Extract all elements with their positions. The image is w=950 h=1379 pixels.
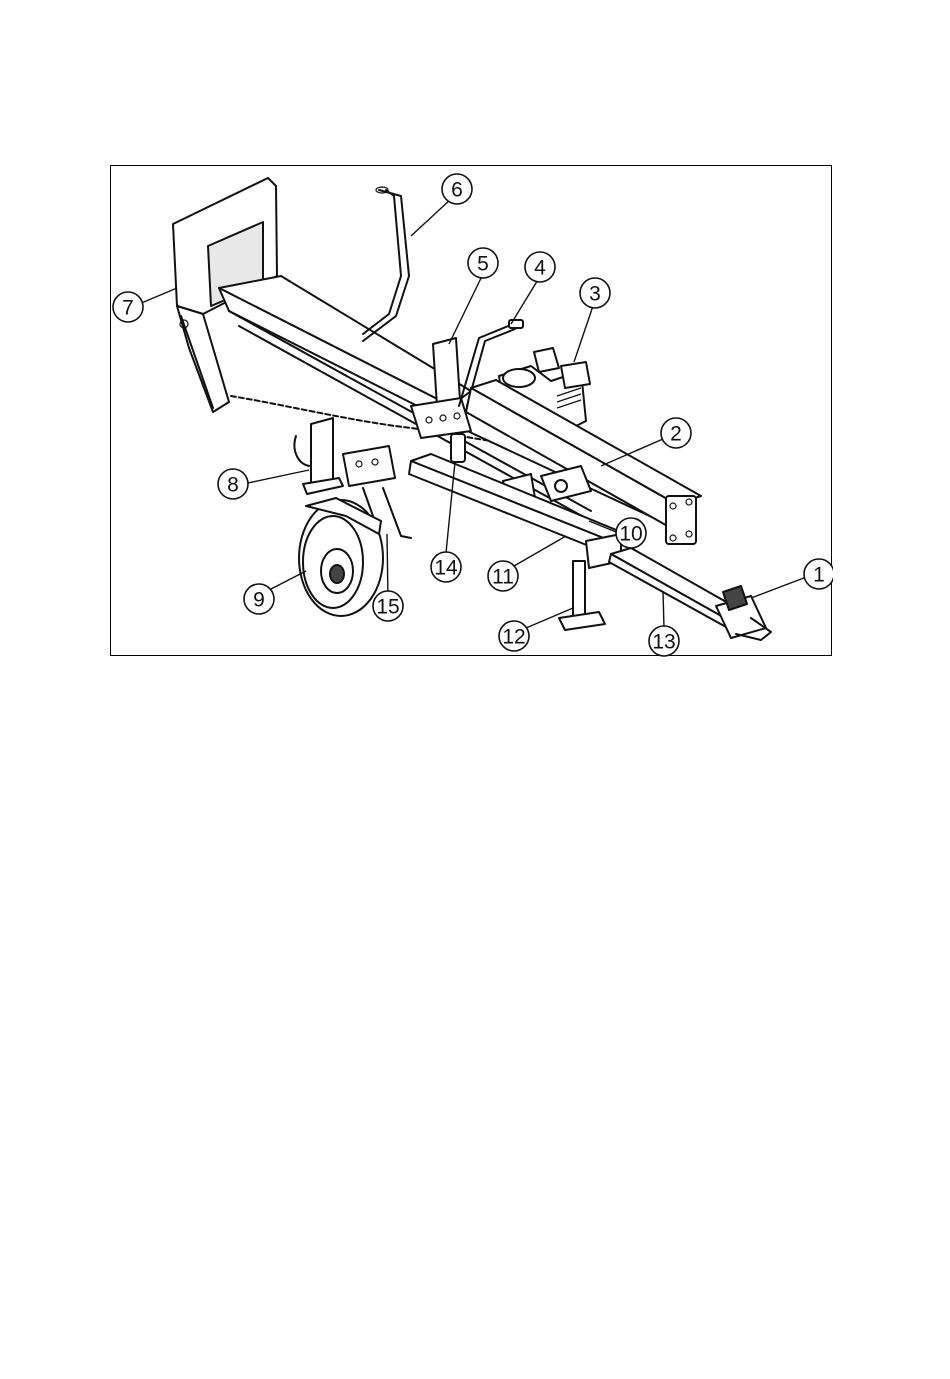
svg-text:6: 6 (451, 179, 463, 202)
callout-8: 8 (218, 469, 248, 499)
svg-text:7: 7 (122, 297, 134, 320)
callout-12: 12 (499, 621, 529, 651)
callout-5: 5 (468, 248, 498, 278)
callout-3: 3 (580, 278, 610, 308)
svg-text:2: 2 (670, 423, 682, 446)
callout-2: 2 (661, 418, 691, 448)
svg-text:11: 11 (492, 566, 514, 589)
callout-9: 9 (244, 584, 274, 614)
callout-10: 10 (616, 518, 646, 548)
jack-stand (559, 561, 605, 630)
callout-6: 6 (442, 174, 472, 204)
callout-13: 13 (649, 626, 679, 656)
svg-text:12: 12 (502, 626, 525, 649)
tow-handle (363, 187, 409, 341)
front-stand (294, 418, 343, 494)
log-splitter-drawing: 1 2 3 4 5 6 7 8 (111, 166, 833, 657)
wheel (299, 498, 383, 616)
svg-text:10: 10 (619, 523, 642, 546)
figure-frame: 1 2 3 4 5 6 7 8 (110, 165, 832, 656)
callout-14: 14 (431, 552, 461, 582)
svg-text:1: 1 (813, 564, 825, 587)
callout-15: 15 (373, 591, 403, 621)
svg-text:8: 8 (227, 474, 239, 497)
callout-4: 4 (525, 252, 555, 282)
svg-text:3: 3 (589, 283, 601, 306)
pin-assembly (451, 434, 465, 462)
svg-text:4: 4 (534, 257, 546, 280)
svg-text:15: 15 (376, 596, 399, 619)
svg-text:5: 5 (477, 253, 489, 276)
svg-text:14: 14 (434, 557, 458, 580)
callout-11: 11 (488, 561, 518, 591)
svg-text:9: 9 (253, 589, 265, 612)
svg-text:13: 13 (652, 631, 675, 654)
callout-1: 1 (804, 559, 833, 589)
callout-7: 7 (113, 292, 143, 322)
